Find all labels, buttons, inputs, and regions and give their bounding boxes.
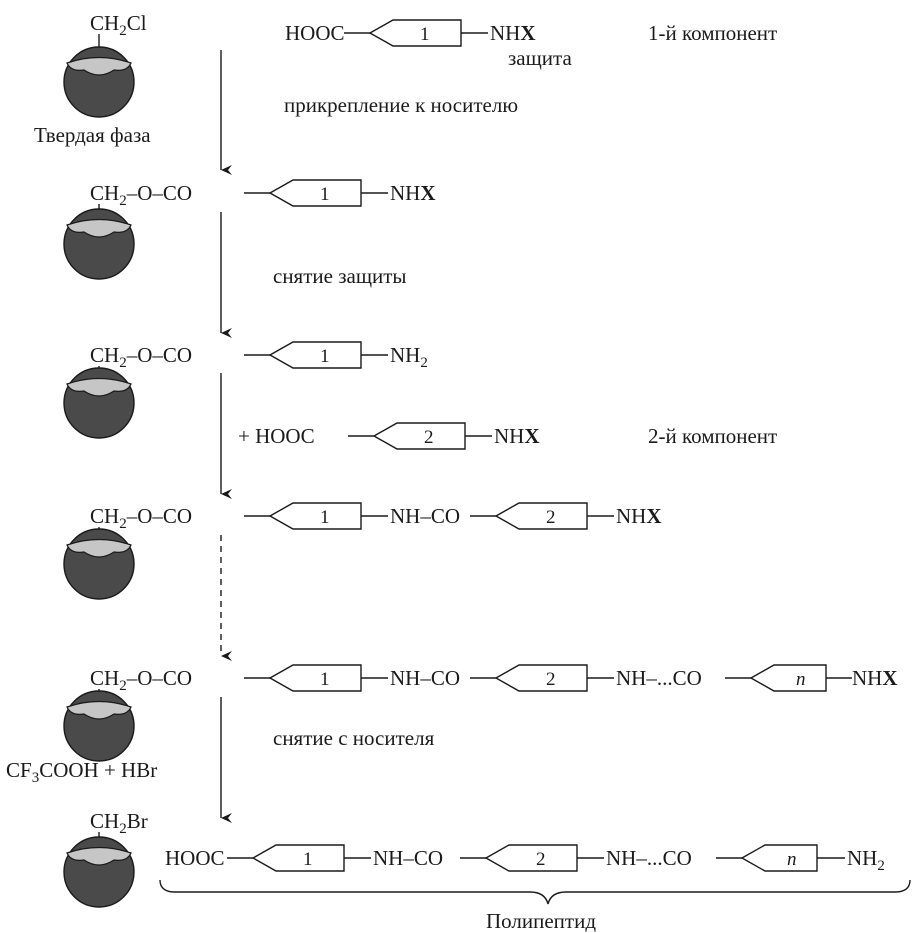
svg-text:NHX: NHX	[390, 181, 436, 205]
step3-tag	[268, 341, 362, 369]
svg-text:NH–CO: NH–CO	[373, 846, 443, 870]
svg-text:NH–CO: NH–CO	[390, 504, 460, 528]
step5: CH2–O–CO 1 NH–CO 2 NH–...CO n NHX	[63, 664, 898, 762]
comp1-tag	[368, 19, 462, 47]
step4: CH2–O–CO 1 NH–CO 2 NHX	[63, 502, 662, 600]
polypeptide-label: Полипептид	[486, 909, 596, 933]
svg-text:2: 2	[546, 669, 556, 690]
step1-sub: 2	[119, 23, 127, 39]
svg-text:1: 1	[320, 346, 330, 367]
svg-text:CH2–O–CO: CH2–O–CO	[90, 181, 192, 209]
svg-text:n: n	[796, 669, 806, 690]
comp2-label: 2-й компонент	[648, 424, 777, 448]
svg-text:2: 2	[424, 427, 434, 448]
svg-text:1: 1	[320, 184, 330, 205]
svg-text:CH2–O–CO: CH2–O–CO	[90, 666, 192, 694]
svg-text:NHX: NHX	[490, 21, 536, 45]
svg-text:NHX: NHX	[616, 504, 662, 528]
svg-text:NH–...CO: NH–...CO	[616, 666, 702, 690]
svg-text:CH2Br: CH2Br	[90, 809, 148, 837]
comp1-tag-label: 1	[420, 24, 430, 45]
svg-text:1: 1	[320, 507, 330, 528]
svg-text:1: 1	[303, 849, 313, 870]
svg-text:+ HOOC: + HOOC	[238, 424, 315, 448]
detach-label: снятие с носителя	[273, 726, 435, 750]
comp1-x: X	[520, 21, 535, 45]
svg-text:n: n	[787, 849, 797, 870]
svg-text:2: 2	[536, 849, 546, 870]
svg-text:CH2–O–CO: CH2–O–CO	[90, 343, 192, 371]
svg-text:2: 2	[546, 507, 556, 528]
svg-text:NHX: NHX	[494, 424, 540, 448]
svg-text:HOOC: HOOC	[165, 846, 225, 870]
comp1-nh: NH	[490, 21, 520, 45]
svg-text:1: 1	[320, 669, 330, 690]
step2: CH2–O–CO 1 NHX	[63, 179, 436, 280]
comp2-tag	[372, 422, 466, 450]
attach-label: прикрепление к носителю	[284, 93, 518, 117]
deprotect-label: снятие защиты	[273, 264, 407, 288]
step6-resin: CH2Br	[63, 809, 148, 908]
svg-text:NH–...CO: NH–...CO	[606, 846, 692, 870]
step1-resin: CH2Cl Твердая фаза	[34, 11, 151, 147]
component-1: HOOC 1 NHX защита 1-й компонент	[285, 19, 777, 70]
svg-text:NHX: NHX	[852, 666, 898, 690]
solid-phase-label: Твердая фаза	[34, 123, 151, 147]
polypeptide-chain: HOOC 1 NH–CO 2 NH–...CO n NH2	[165, 844, 885, 874]
comp1-hooc: HOOC	[285, 21, 345, 45]
svg-text:NH–CO: NH–CO	[390, 666, 460, 690]
svg-text:CH2Cl: CH2Cl	[90, 11, 147, 39]
svg-text:NH2: NH2	[847, 846, 885, 874]
polypeptide-brace	[159, 879, 911, 905]
reagent-label: CF3COOH + HBr	[6, 758, 157, 786]
step3: CH2–O–CO 1 NH2	[63, 341, 428, 439]
bead-1-cap	[66, 56, 132, 76]
step1-ch: CH	[90, 11, 119, 35]
step1-tail: Cl	[127, 11, 147, 35]
comp1-label: 1-й компонент	[648, 21, 777, 45]
step2-tag	[268, 179, 362, 207]
comp1-protect-label: защита	[508, 46, 572, 70]
component-2: + HOOC 2 NHX 2-й компонент	[238, 422, 777, 450]
svg-text:NH2: NH2	[390, 343, 428, 371]
svg-text:CH2–O–CO: CH2–O–CO	[90, 504, 192, 532]
